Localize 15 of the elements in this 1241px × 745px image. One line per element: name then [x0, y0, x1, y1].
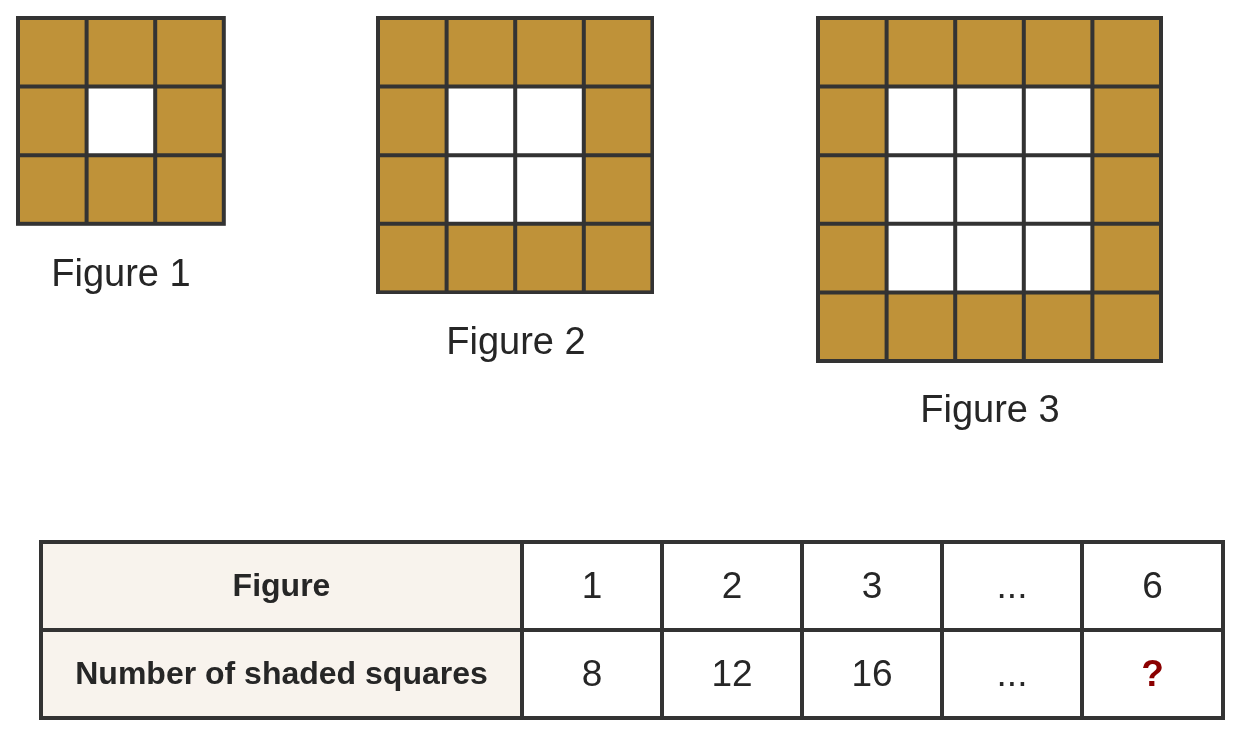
figure-number: 6: [1142, 565, 1163, 607]
figure-caption: Figure 2: [446, 322, 586, 360]
shaded-square-count: 12: [711, 653, 753, 695]
figure-number: 3: [861, 565, 883, 607]
figure-caption: Figure 1: [51, 254, 191, 292]
shaded-square-count: 8: [581, 653, 603, 695]
figure-number: 2: [721, 565, 743, 607]
figure-number: 1: [581, 565, 603, 607]
row-header: Number of shaded squares: [75, 656, 488, 692]
ellipsis: ...: [996, 565, 1028, 607]
row-header: Figure: [232, 568, 331, 604]
shaded-square-count: 16: [851, 653, 893, 695]
figure-caption: Figure 3: [920, 390, 1060, 428]
unknown-value: ?: [1141, 653, 1164, 695]
ellipsis: ...: [996, 653, 1028, 695]
